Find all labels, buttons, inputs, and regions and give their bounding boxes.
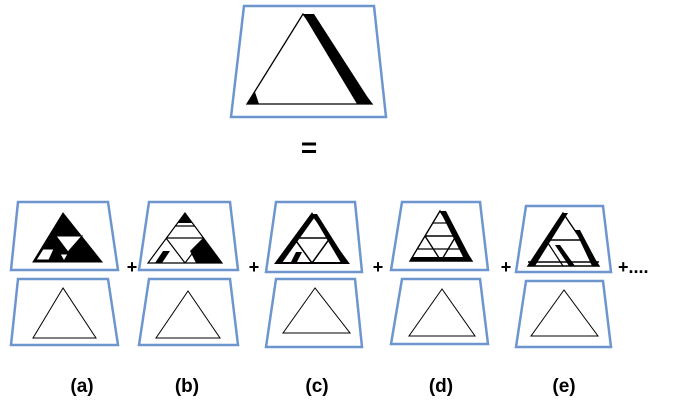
- sum-dark-right-edge: [303, 14, 372, 104]
- tri-e-dark-center-strip: [555, 245, 575, 266]
- column-e: (e): [514, 204, 613, 397]
- tri-b-dark-right-block: [190, 238, 222, 263]
- tri-a-mid-cutout: [59, 253, 69, 263]
- tri-b-dark-left-strip: [155, 251, 170, 263]
- tri-b-inner-left: [165, 237, 186, 264]
- panel-e-bottom-frame: [514, 279, 613, 349]
- tri-a-bottom-outline: [32, 287, 97, 339]
- tri-d-dark-base: [410, 257, 472, 261]
- plus-sign-4: +: [501, 257, 512, 277]
- tri-c-dark-inner-strip: [291, 252, 302, 262]
- label-e: (e): [552, 376, 575, 397]
- panel-a-bottom-frame: [9, 277, 120, 347]
- panel-b-bottom-frame: [137, 277, 240, 347]
- tri-c-bottom-outline: [282, 287, 352, 334]
- equals-sign: =: [301, 132, 317, 163]
- tri-c-inner-left: [293, 237, 313, 264]
- sum-panel-frame: [229, 4, 388, 119]
- tri-e-inner-left: [545, 239, 564, 267]
- tri-d-bottom-outline: [408, 288, 476, 337]
- tri-b-inner-right: [184, 237, 205, 264]
- column-c: (c): [264, 200, 364, 397]
- panel-c-bottom-frame: [264, 277, 364, 349]
- column-d: (d): [389, 200, 490, 397]
- tri-a-left-cutout: [35, 248, 55, 261]
- label-c: (c): [305, 376, 328, 397]
- column-a: (a): [9, 200, 120, 397]
- sum-panel: [229, 4, 388, 119]
- tri-e-dark-right-strip: [575, 230, 599, 266]
- tri-b-bottom-outline: [155, 290, 221, 339]
- sum-dark-left-corner: [247, 92, 259, 104]
- label-b: (b): [175, 376, 199, 397]
- plus-sign-1: +: [127, 257, 138, 277]
- tri-e-bottom-outline: [530, 289, 599, 337]
- tri-a-center-hole: [55, 235, 84, 253]
- column-b: (b): [137, 200, 240, 397]
- trailing-sum: +....: [618, 257, 649, 277]
- label-d: (d): [429, 376, 453, 397]
- plus-sign-2: +: [249, 257, 260, 277]
- tri-b-dark-apex: [178, 213, 192, 223]
- plus-sign-3: +: [373, 257, 384, 277]
- label-a: (a): [70, 376, 93, 397]
- tri-c-inner-right: [311, 237, 331, 264]
